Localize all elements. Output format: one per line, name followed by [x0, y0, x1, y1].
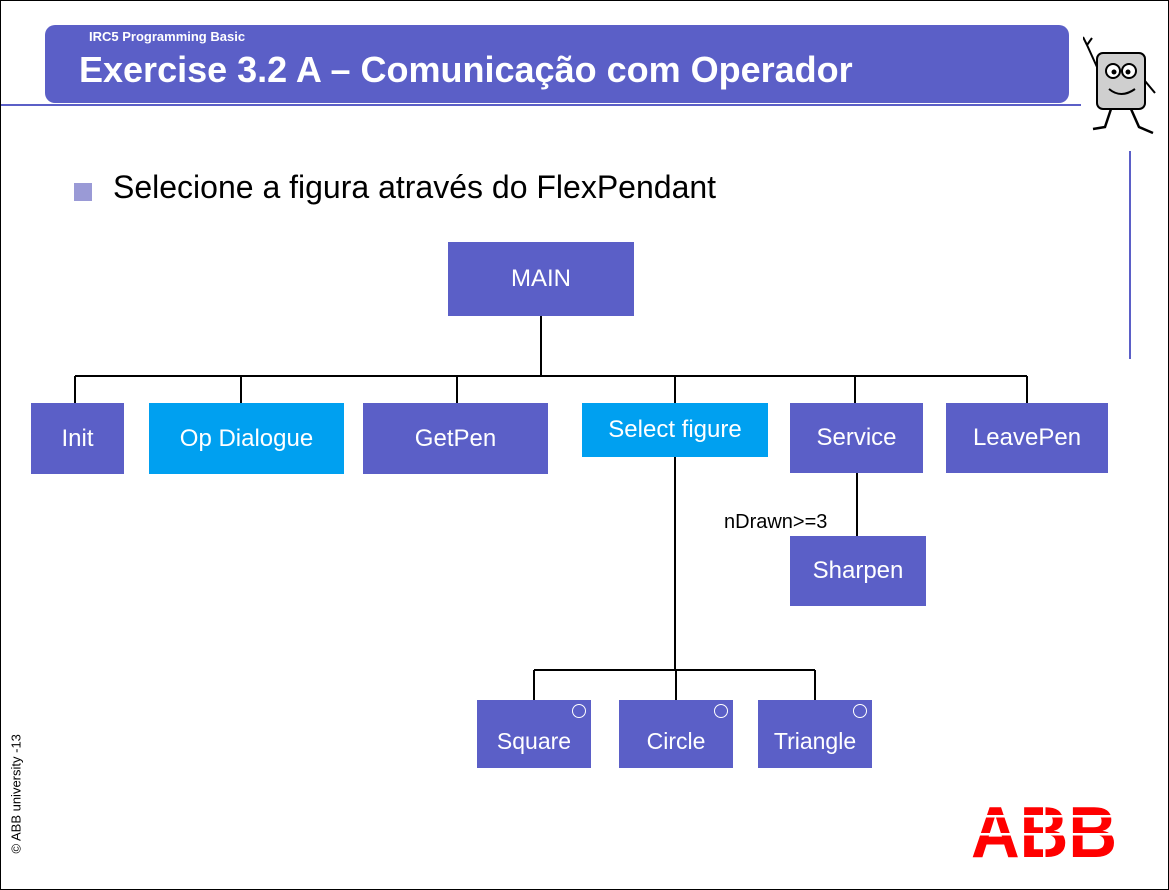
bullet-text: Selecione a figura através do FlexPendan…: [113, 169, 717, 205]
node-circle: Circle: [619, 700, 733, 768]
node-service: Service: [790, 403, 923, 473]
node-sharpen: Sharpen: [790, 536, 926, 606]
bullet-marker: [74, 183, 92, 201]
service-condition: nDrawn>=3: [724, 511, 828, 533]
node-init: Init: [31, 403, 124, 474]
side-rule: [1129, 151, 1131, 359]
node-getpen: GetPen: [363, 403, 548, 474]
slide-title: Exercise 3.2 A – Comunicação com Operado…: [79, 49, 853, 90]
circle-marker-icon: [572, 704, 586, 718]
circle-marker-icon: [714, 704, 728, 718]
node-circle-label: Circle: [646, 727, 706, 754]
node-triangle-label: Triangle: [773, 727, 857, 754]
node-op-dialogue: Op Dialogue: [149, 403, 344, 474]
abb-logo: ABB: [969, 799, 1119, 861]
course-name: IRC5 Programming Basic: [89, 29, 246, 44]
header-bar: IRC5 Programming Basic Exercise 3.2 A – …: [45, 25, 1069, 103]
node-leavepen: LeavePen: [946, 403, 1108, 473]
robot-mascot-icon: [1083, 36, 1156, 135]
circle-marker-icon: [853, 704, 867, 718]
node-triangle: Triangle: [758, 700, 872, 768]
node-square: Square: [477, 700, 591, 768]
node-select-figure: Select figure: [582, 403, 768, 457]
node-square-label: Square: [496, 727, 572, 754]
copyright-text: © ABB university -13: [8, 734, 24, 854]
header-rule: [1, 104, 1081, 106]
node-main: MAIN: [448, 242, 634, 316]
